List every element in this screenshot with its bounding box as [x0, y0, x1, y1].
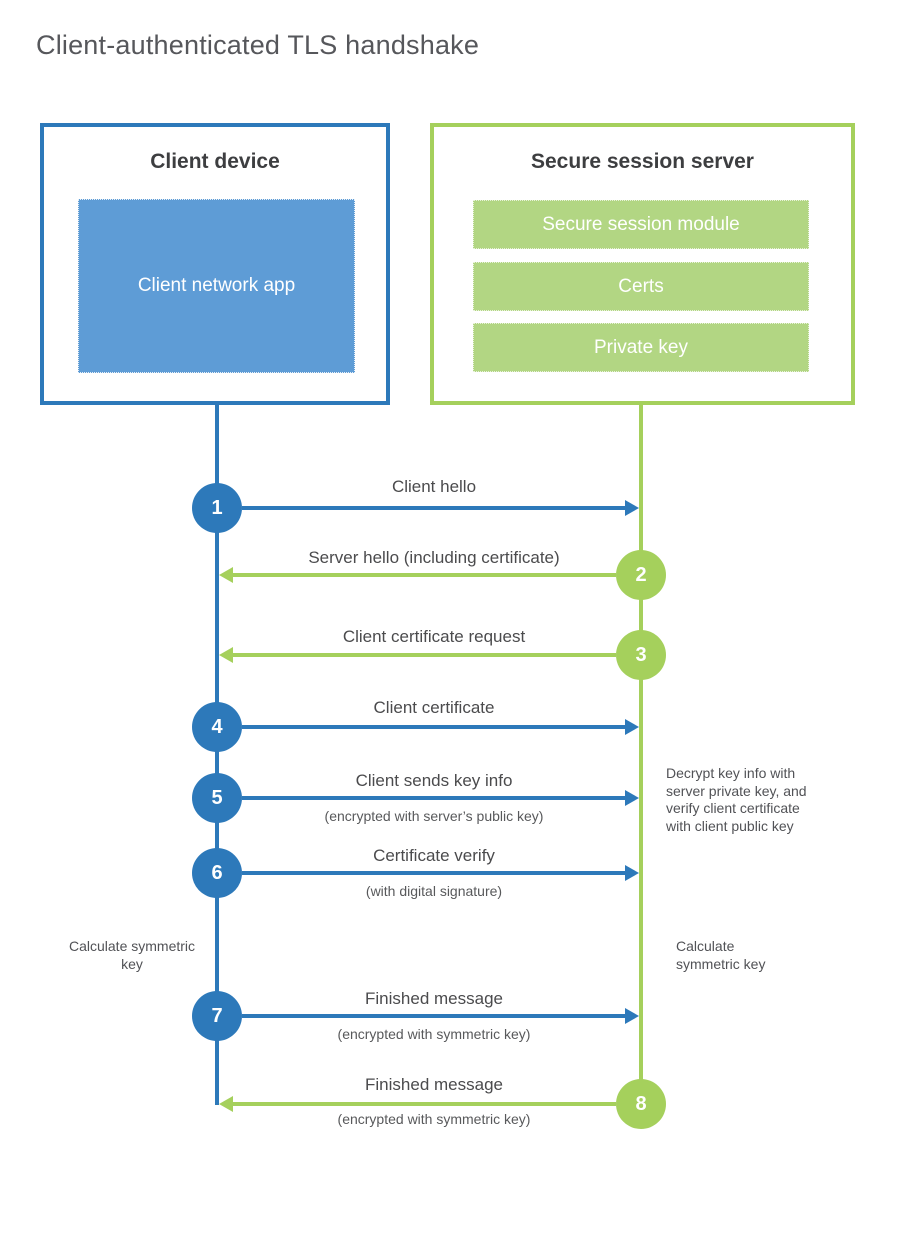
step-3-badge: 3 — [616, 630, 666, 680]
step-2-badge: 2 — [616, 550, 666, 600]
server-module-bar-private-key: Private key — [473, 323, 809, 372]
arrowhead-right-icon — [625, 790, 639, 806]
step-1-arrow — [242, 500, 639, 516]
arrowhead-right-icon — [625, 719, 639, 735]
arrowhead-left-icon — [219, 647, 233, 663]
step-6-sublabel: (with digital signature) — [365, 883, 503, 899]
step-1-badge: 1 — [192, 483, 242, 533]
step-2-arrow — [219, 567, 616, 583]
client-network-app-box: Client network app — [78, 199, 355, 373]
server-module-bar-certs: Certs — [473, 262, 809, 311]
server-module-bar-session: Secure session module — [473, 200, 809, 249]
step-6-label: Certificate verify — [373, 846, 495, 865]
server-lifeline — [639, 405, 643, 1105]
arrowhead-left-icon — [219, 567, 233, 583]
step-7-arrow — [242, 1008, 639, 1024]
step-6-badge: 6 — [192, 848, 242, 898]
step-8-arrow — [219, 1096, 616, 1112]
step-5-arrow — [242, 790, 639, 806]
arrowhead-right-icon — [625, 1008, 639, 1024]
client-device-title: Client device — [150, 150, 280, 173]
step-7-label: Finished message — [365, 989, 503, 1008]
step-8-badge: 8 — [616, 1079, 666, 1129]
step-5-sublabel: (encrypted with server’s public key) — [324, 808, 544, 824]
arrowhead-left-icon — [219, 1096, 233, 1112]
note-calculate-symmetric-key-server: Calculate symmetric key — [676, 938, 766, 972]
client-network-app-label: Client network app — [137, 275, 296, 296]
step-2-label: Server hello (including certificate) — [308, 548, 560, 567]
step-4-badge: 4 — [192, 702, 242, 752]
step-7-sublabel: (encrypted with symmetric key) — [337, 1026, 531, 1042]
step-6-arrow — [242, 865, 639, 881]
client-lifeline — [215, 405, 219, 1105]
server-title: Secure session server — [531, 150, 754, 173]
step-5-label: Client sends key info — [355, 771, 513, 790]
step-1-label: Client hello — [391, 477, 477, 496]
note-decrypt-key-info: Decrypt key info with server private key… — [666, 765, 807, 834]
arrowhead-right-icon — [625, 865, 639, 881]
page-title: Client-authenticated TLS handshake — [36, 30, 480, 60]
step-8-label: Finished message — [365, 1075, 503, 1094]
step-3-label: Client certificate request — [342, 627, 526, 646]
step-8-sublabel: (encrypted with symmetric key) — [337, 1111, 531, 1127]
step-4-label: Client certificate — [373, 698, 495, 717]
note-calculate-symmetric-key-client: Calculate symmetric key — [68, 938, 196, 972]
step-3-arrow — [219, 647, 616, 663]
arrowhead-right-icon — [625, 500, 639, 516]
step-7-badge: 7 — [192, 991, 242, 1041]
step-4-arrow — [242, 719, 639, 735]
step-5-badge: 5 — [192, 773, 242, 823]
